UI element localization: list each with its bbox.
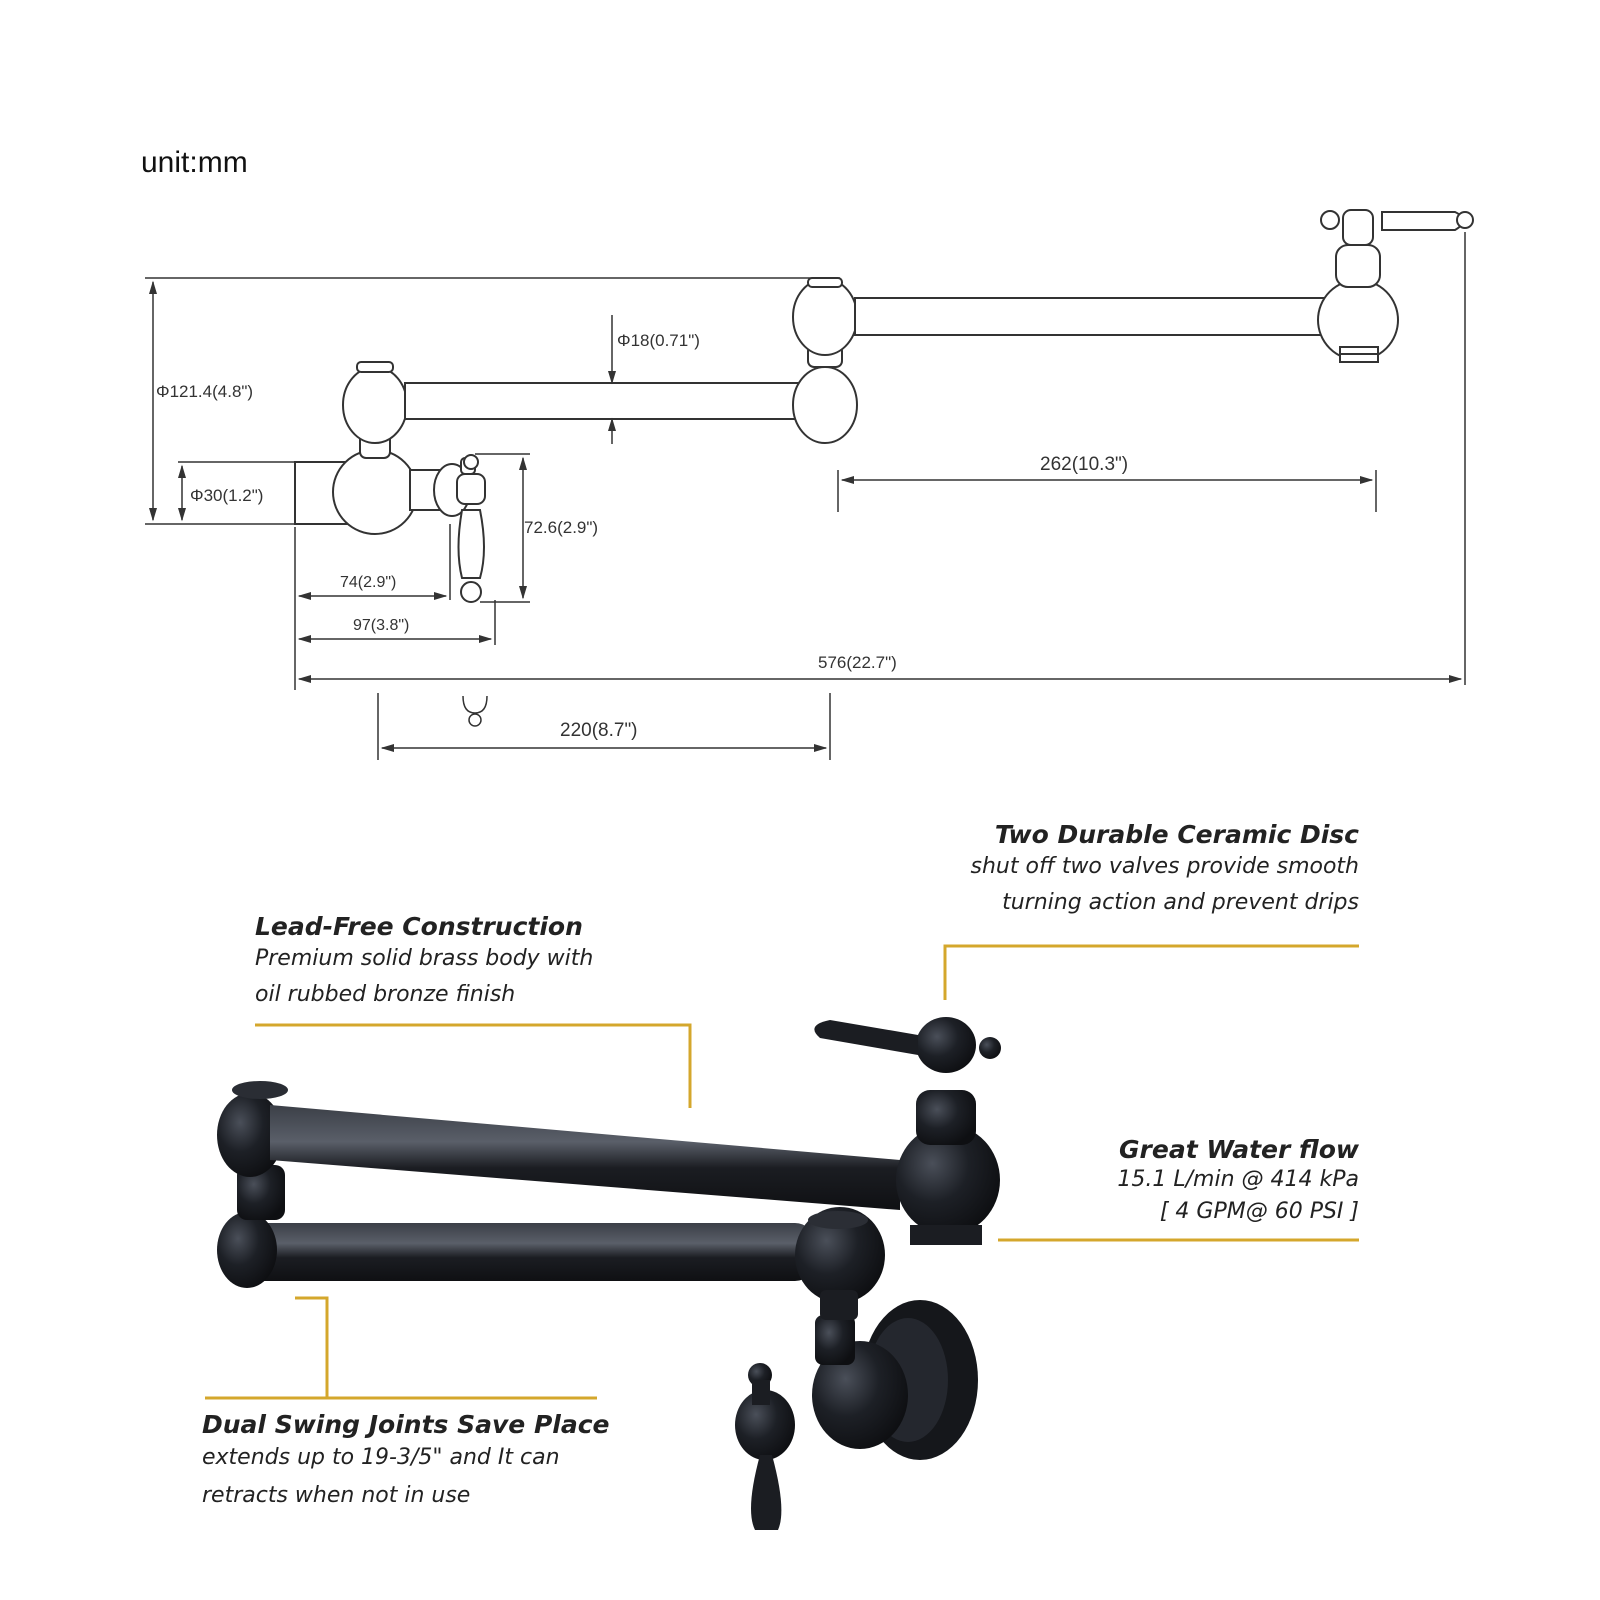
- dim-lower-arm: 220(8.7"): [560, 720, 638, 741]
- callout-ceramic-disc: Two Durable Ceramic Disc shut off two va…: [971, 820, 1359, 921]
- callout-ceramic-title: Two Durable Ceramic Disc: [994, 820, 1359, 849]
- dim-overall-height: Φ121.4(4.8"): [156, 382, 253, 401]
- dim-body-depth: 97(3.8"): [353, 617, 409, 634]
- dim-total-reach: 576(22.7"): [818, 653, 897, 672]
- callout-flow-line1: 15.1 L/min @ 414 kPa: [1117, 1167, 1359, 1192]
- callout-water-flow: Great Water flow 15.1 L/min @ 414 kPa [ …: [1117, 1135, 1359, 1228]
- technical-drawing: Φ121.4(4.8") Φ18(0.71") Φ30(1.2") 72.6(2…: [145, 209, 1474, 760]
- leader-lines: [205, 944, 1359, 1400]
- faucet-outline: [294, 209, 1474, 603]
- callout-lead-line1: Premium solid brass body with: [255, 946, 594, 971]
- callout-flow-title: Great Water flow: [1119, 1135, 1359, 1164]
- faucet-product-illustration: [205, 944, 1359, 1530]
- callout-lead-title: Lead-Free Construction: [255, 912, 583, 941]
- dim-pipe-diameter: Φ18(0.71"): [617, 331, 700, 350]
- dimension-lines: [145, 232, 1466, 760]
- unit-label: unit:mm: [141, 146, 248, 179]
- callout-dual-line1: extends up to 19-3/5" and It can: [202, 1445, 560, 1470]
- callout-ceramic-line1: shut off two valves provide smooth: [970, 854, 1359, 879]
- faucet-body: [217, 1017, 1001, 1530]
- callout-lead-free: Lead-Free Construction Premium solid bra…: [255, 912, 593, 1013]
- dim-inlet-diameter: Φ30(1.2"): [190, 486, 263, 505]
- dim-body-to-handle: 74(2.9"): [340, 574, 396, 591]
- callout-dual-title: Dual Swing Joints Save Place: [202, 1410, 610, 1439]
- callout-lead-line2: oil rubbed bronze finish: [255, 982, 516, 1007]
- callout-ceramic-line2: turning action and prevent drips: [1002, 890, 1359, 915]
- dimension-labels: Φ121.4(4.8") Φ18(0.71") Φ30(1.2") 72.6(2…: [156, 331, 1128, 741]
- callout-swing-joints: Dual Swing Joints Save Place extends up …: [202, 1410, 610, 1515]
- dim-upper-arm: 262(10.3"): [1040, 454, 1128, 475]
- dim-handle-height: 72.6(2.9"): [524, 518, 598, 537]
- callout-flow-line2: [ 4 GPM@ 60 PSI ]: [1159, 1199, 1359, 1224]
- callout-dual-line2: retracts when not in use: [202, 1483, 471, 1508]
